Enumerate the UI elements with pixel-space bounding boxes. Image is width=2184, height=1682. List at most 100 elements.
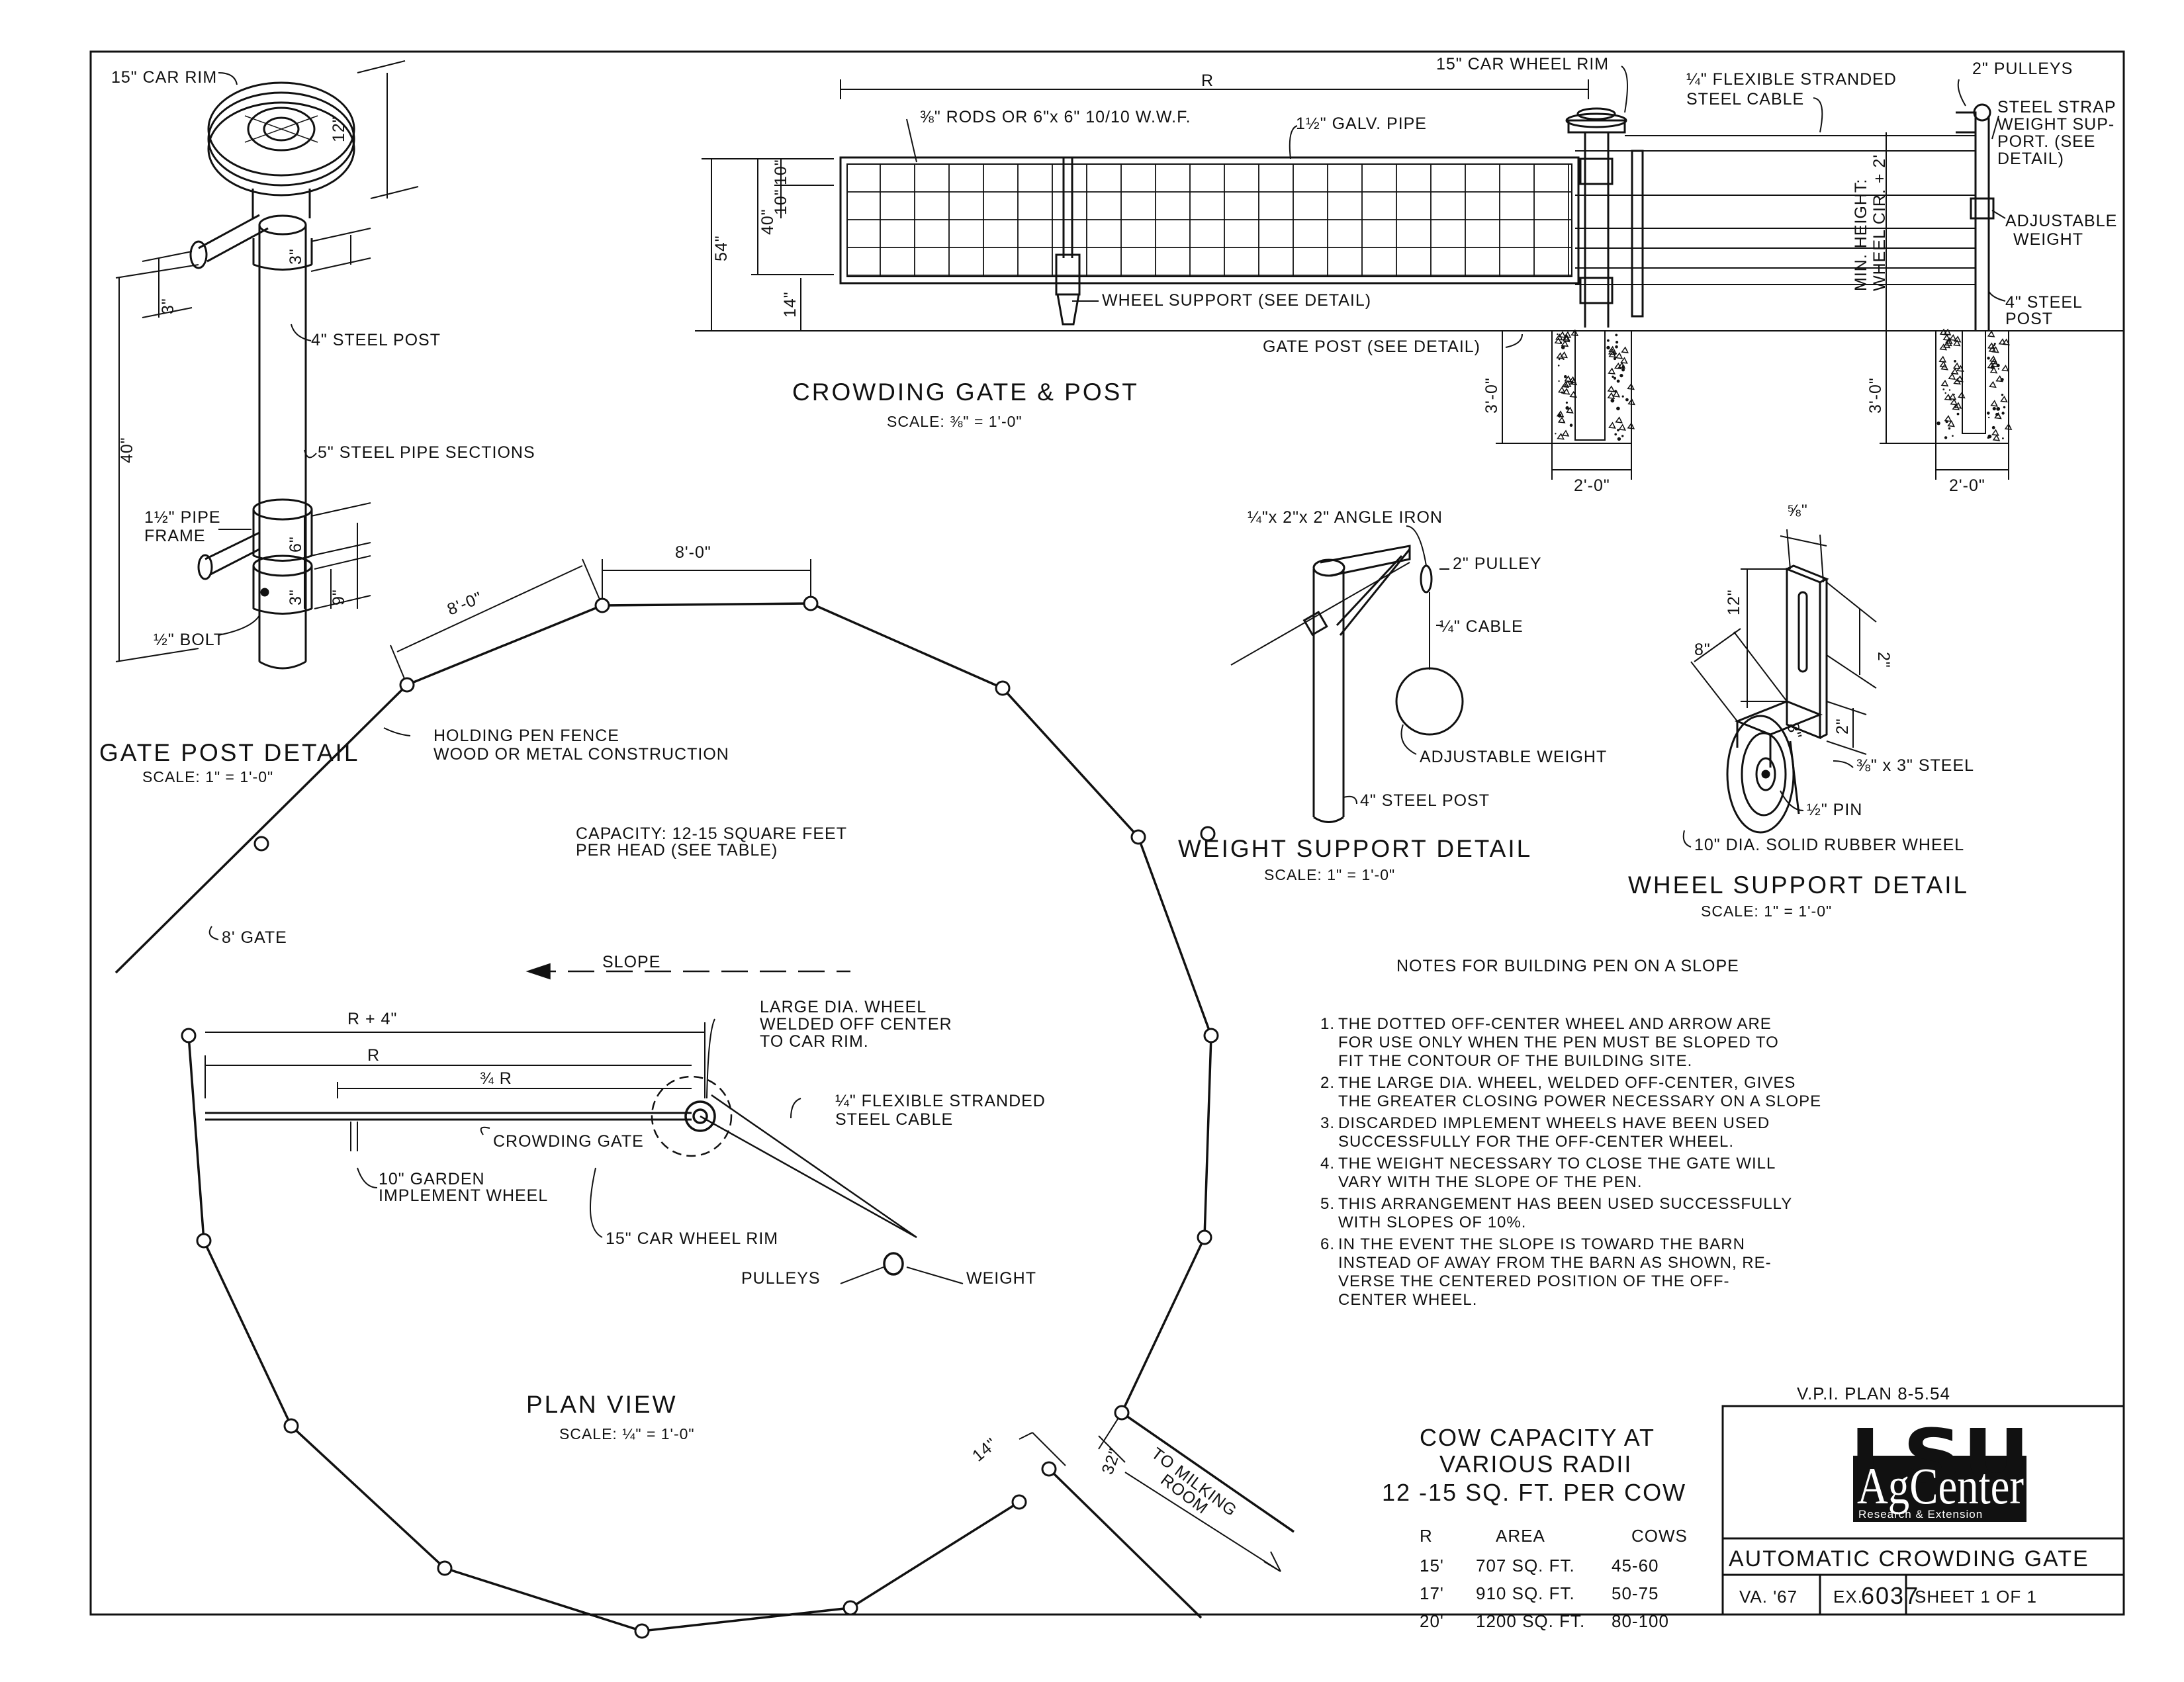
note-number: 3. <box>1320 1114 1335 1132</box>
capacity-cell: 17' <box>1420 1583 1444 1603</box>
label-adj-weight-2: WEIGHT <box>2013 230 2083 249</box>
label-plan-car-rim: 15" CAR WHEEL RIM <box>606 1229 778 1248</box>
dim-wheel-12: 12" <box>1725 589 1743 615</box>
note-line: IN THE EVENT THE SLOPE IS TOWARD THE BAR… <box>1338 1235 1745 1253</box>
capacity-cell: 50-75 <box>1612 1583 1659 1603</box>
label-rods: ⅜" RODS OR 6"x 6" 10/10 W.W.F. <box>920 108 1191 126</box>
label-steel-post-ws: 4" STEEL POST <box>1360 791 1490 810</box>
plan-view-scale: SCALE: ¼" = 1'-0" <box>559 1425 695 1442</box>
label-plan-cable-1: ¼" FLEXIBLE STRANDED <box>835 1092 1046 1110</box>
note-line: CENTER WHEEL. <box>1338 1291 1477 1309</box>
weight-support-title: WEIGHT SUPPORT DETAIL <box>1178 835 1532 862</box>
label-min-height-2: WHEEL CIR. + 2' <box>1870 154 1889 291</box>
dim-9: 9" <box>330 589 348 605</box>
wheel-support-detail <box>1682 529 1877 848</box>
title-block <box>1721 1405 2125 1616</box>
dim-14: 14" <box>781 291 799 318</box>
label-angle-iron: ¼"x 2"x 2" ANGLE IRON <box>1248 508 1443 527</box>
capacity-cell: 80-100 <box>1612 1611 1669 1631</box>
label-capacity-2: PER HEAD (SEE TABLE) <box>576 841 778 860</box>
dim-40: 40" <box>118 437 136 463</box>
label-large-wheel-2: WELDED OFF CENTER <box>760 1015 952 1034</box>
logo-agcenter: AgCenter <box>1857 1457 2024 1515</box>
note-line: INSTEAD OF AWAY FROM THE BARN AS SHOWN, … <box>1338 1254 1772 1272</box>
note-line: SUCCESSFULLY FOR THE OFF-CENTER WHEEL. <box>1338 1133 1734 1151</box>
capacity-title-3: 12 -15 SQ. FT. PER COW <box>1382 1479 1686 1506</box>
label-rubber-wheel: 10" DIA. SOLID RUBBER WHEEL <box>1694 836 1964 854</box>
dim-2ft-a: 2'-0" <box>1574 476 1610 495</box>
weight-support-detail <box>1230 525 1464 823</box>
capacity-cell: 45-60 <box>1612 1556 1659 1575</box>
note-line: THE DOTTED OFF-CENTER WHEEL AND ARROW AR… <box>1338 1015 1772 1033</box>
dim-plan-14: 14" <box>969 1435 1001 1466</box>
label-plan-weight: WEIGHT <box>966 1269 1036 1288</box>
note-line: DISCARDED IMPLEMENT WHEELS HAVE BEEN USE… <box>1338 1114 1770 1132</box>
dim-plan-32: 32" <box>1098 1446 1124 1477</box>
label-pipe-frame-2: FRAME <box>144 527 206 545</box>
dim-plan-8a: 8'-0" <box>675 543 711 562</box>
state-year: VA. '67 <box>1739 1587 1797 1607</box>
dim-3c: 3" <box>287 589 305 605</box>
capacity-cell: 15' <box>1420 1556 1444 1575</box>
dim-plan-r: R <box>367 1046 380 1065</box>
dim-rim-12: 12" <box>330 116 348 142</box>
label-pipe-sections: 5" STEEL PIPE SECTIONS <box>318 443 535 462</box>
dim-3ft-a: 3'-0" <box>1482 377 1501 414</box>
dim-r-plus-4: R + 4" <box>347 1010 397 1028</box>
label-cable: ¼" CABLE <box>1439 617 1524 636</box>
dim-54: 54" <box>712 235 731 261</box>
note-line: FOR USE ONLY WHEN THE PEN MUST BE SLOPED… <box>1338 1034 1779 1051</box>
note-number: 1. <box>1320 1015 1335 1033</box>
gate-post-detail-scale: SCALE: 1" = 1'-0" <box>142 768 273 785</box>
dim-r-gate: R <box>1201 71 1214 90</box>
label-bolt: ½" BOLT <box>154 631 224 649</box>
drawing-title: AUTOMATIC CROWDING GATE <box>1729 1546 2089 1571</box>
note-number: 6. <box>1320 1235 1335 1253</box>
note-line: THE GREATER CLOSING POWER NECESSARY ON A… <box>1338 1092 1821 1110</box>
label-slope: SLOPE <box>602 953 660 971</box>
dim-3b: 3" <box>287 248 305 265</box>
dim-2ft-b: 2'-0" <box>1949 476 1985 495</box>
dim-3ft-b: 3'-0" <box>1866 377 1885 414</box>
notes-list: 1.THE DOTTED OFF-CENTER WHEEL AND ARROW … <box>1320 1015 1821 1309</box>
capacity-title-1: COW CAPACITY AT <box>1420 1424 1655 1451</box>
capacity-cell: 707 SQ. FT. <box>1476 1556 1575 1575</box>
label-adj-weight-1: ADJUSTABLE <box>2005 212 2117 230</box>
label-adjustable-weight: ADJUSTABLE WEIGHT <box>1420 748 1607 766</box>
label-galv-pipe: 1½" GALV. PIPE <box>1296 114 1427 133</box>
lsu-agcenter-logo: LSU AgCenter Research & Extension <box>1850 1414 2030 1522</box>
note-line: THIS ARRANGEMENT HAS BEEN USED SUCCESSFU… <box>1338 1195 1792 1213</box>
label-wheel-support: WHEEL SUPPORT (SEE DETAIL) <box>1102 291 1371 310</box>
wheel-support-title: WHEEL SUPPORT DETAIL <box>1628 871 1969 899</box>
label-strap-4: DETAIL) <box>1997 150 2064 168</box>
notes-heading: NOTES FOR BUILDING PEN ON A SLOPE <box>1396 957 1739 975</box>
sheet-info: SHEET 1 OF 1 <box>1915 1587 2037 1607</box>
wheel-support-scale: SCALE: 1" = 1'-0" <box>1701 903 1832 920</box>
note-line: THE WEIGHT NECESSARY TO CLOSE THE GATE W… <box>1338 1155 1776 1173</box>
label-fence-2: WOOD OR METAL CONSTRUCTION <box>433 745 729 764</box>
plan-view-title: PLAN VIEW <box>526 1391 678 1418</box>
crowding-gate-scale: SCALE: ⅜" = 1'-0" <box>887 413 1023 430</box>
dim-wheel-2b: 2" <box>1833 718 1852 734</box>
label-plan-pulleys: PULLEYS <box>741 1269 821 1288</box>
label-plan-cable-2: STEEL CABLE <box>835 1110 953 1129</box>
dim-wheel-5-8: ⅝" <box>1787 502 1808 520</box>
label-steel-post-1: 4" STEEL <box>2005 293 2083 312</box>
plan-reference: V.P.I. PLAN 8-5.54 <box>1797 1384 1950 1403</box>
dim-10b: 10" <box>772 189 790 215</box>
label-cable-1: ¼" FLEXIBLE STRANDED <box>1686 70 1897 89</box>
dim-10a: 10" <box>772 159 790 185</box>
note-line: THE LARGE DIA. WHEEL, WELDED OFF-CENTER,… <box>1338 1074 1796 1092</box>
label-pipe-frame-1: 1½" PIPE <box>144 508 221 527</box>
capacity-cell: 20' <box>1420 1611 1444 1631</box>
crowding-gate-title: CROWDING GATE & POST <box>792 378 1139 406</box>
label-strap-3: PORT. (SEE <box>1997 132 2095 151</box>
label-strap-1: STEEL STRAP <box>1997 98 2116 116</box>
label-garden-wheel-2: IMPLEMENT WHEEL <box>379 1186 548 1205</box>
note-line: FIT THE CONTOUR OF THE BUILDING SITE. <box>1338 1052 1692 1070</box>
label-car-rim: 15" CAR RIM <box>111 68 217 87</box>
capacity-header: R <box>1420 1526 1433 1546</box>
weight-support-scale: SCALE: 1" = 1'-0" <box>1264 866 1395 883</box>
logo-lsu: LSU <box>1850 1414 2030 1500</box>
note-number: 4. <box>1320 1155 1335 1173</box>
